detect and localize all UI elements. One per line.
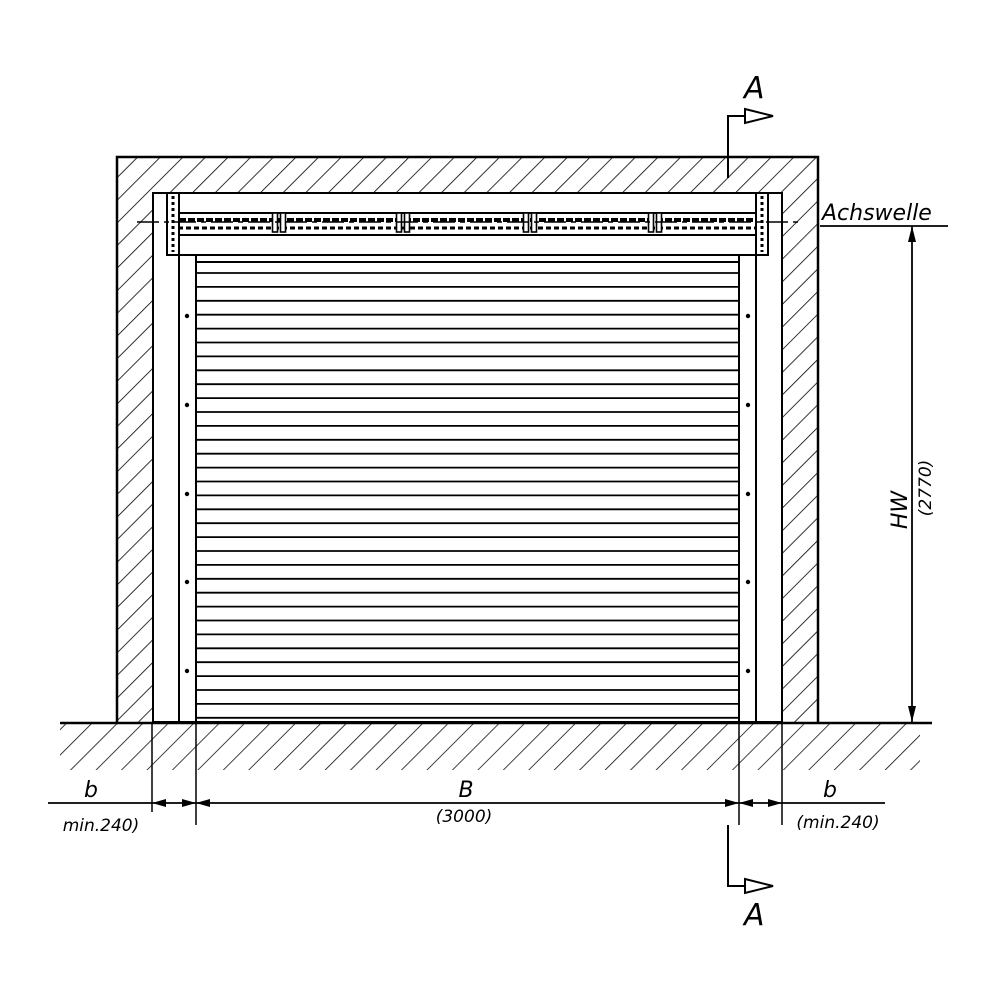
width-dimension: B (3000) b min.240) b (min.240) <box>48 724 885 836</box>
section-mark-top: A <box>727 71 774 178</box>
door-slats <box>196 272 739 719</box>
side-left-value: min.240) <box>63 816 140 836</box>
screw-dot <box>745 491 751 497</box>
door-curtain <box>195 254 740 723</box>
width-value: (3000) <box>436 807 493 827</box>
screw-dot <box>184 491 190 497</box>
screw-dot <box>184 402 190 408</box>
width-label: B <box>458 778 473 803</box>
screw-dot <box>745 313 751 319</box>
screw-dot <box>184 313 190 319</box>
side-right-label: b <box>823 778 837 803</box>
screw-dot <box>745 579 751 585</box>
screw-dot <box>745 668 751 674</box>
height-dimension: HW (2770) <box>888 226 936 722</box>
screw-dot <box>184 579 190 585</box>
side-right-value: (min.240) <box>796 813 879 833</box>
shaft-label: Achswelle <box>820 201 932 226</box>
ground <box>60 721 932 770</box>
height-value: (2770) <box>916 460 936 517</box>
height-label: HW <box>888 490 913 530</box>
section-label-top: A <box>742 71 765 106</box>
rail-screw-dots <box>184 313 751 674</box>
side-left-label: b <box>84 778 98 803</box>
shaft-callout: Achswelle <box>820 201 948 227</box>
screw-dot <box>184 668 190 674</box>
section-mark-bottom: A <box>727 825 774 933</box>
shaft-clip <box>279 212 287 233</box>
section-label-bottom: A <box>742 898 765 933</box>
screw-dot <box>745 402 751 408</box>
